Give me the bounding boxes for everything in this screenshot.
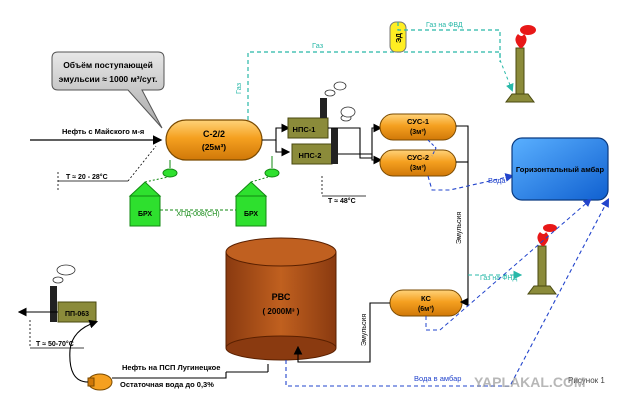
nps2-unit: НПС-2 xyxy=(291,128,338,165)
sus1-vessel: СУС-1 (3м³) xyxy=(379,113,457,141)
residual-water-label: Остаточная вода до 0,3% xyxy=(120,380,214,389)
ed-vessel: ЭД xyxy=(389,21,407,53)
volume-callout: Объём поступающей эмульсии ≈ 1000 м³/сут… xyxy=(51,51,165,129)
temp-pp: T ≈ 50-70°C xyxy=(29,320,84,349)
emulsion-label-rvs: Эмульсия xyxy=(361,314,368,346)
separator-c22: С-2/2 (25м³) xyxy=(165,119,263,161)
brh-right-label: БРХ xyxy=(244,211,258,218)
ks-vessel: КС (6м³) xyxy=(389,289,463,317)
gas-to-flare-top: Газ на ФВД xyxy=(426,22,463,29)
temp-inlet: T ≈ 20 - 28°C xyxy=(57,145,157,190)
separator-volume: (25м³) xyxy=(202,142,226,152)
smoke-pp063 xyxy=(52,264,76,284)
temp-pp-text: T ≈ 50-70°C xyxy=(36,340,74,348)
nps1-label: НПС-1 xyxy=(293,125,316,134)
temp-nps-text: T ≈ 48°C xyxy=(328,197,356,205)
sus2-name: СУС-2 xyxy=(407,153,429,162)
ks-volume: (6м³) xyxy=(418,306,434,313)
rvs-tank: РВС ( 2000М³ ) xyxy=(225,237,337,361)
ks-name: КС xyxy=(421,294,431,303)
rvs-volume: ( 2000М³ ) xyxy=(263,307,300,316)
flare-top xyxy=(505,25,536,103)
brh-right-house: БРХ xyxy=(234,181,268,227)
rvs-name: РВС xyxy=(272,292,291,302)
pp063-label: ПП-063 xyxy=(65,311,89,318)
temp-inlet-text: T ≈ 20 - 28°C xyxy=(66,173,108,181)
separator-name: С-2/2 xyxy=(203,129,225,139)
nps2-label: НПС-2 xyxy=(299,151,322,160)
brh-left-house: БРХ xyxy=(128,181,162,227)
water-to-pit-label: Вода в амбар xyxy=(414,374,461,383)
pump-icon xyxy=(87,373,113,391)
injection-point-left xyxy=(162,168,178,178)
gas-line-main: Газ Газ xyxy=(234,41,501,120)
flare-bottom xyxy=(527,224,557,295)
figure-label: Рисунок 1 xyxy=(568,376,605,385)
callout-line2: эмульсии ≈ 1000 м³/сут. xyxy=(59,74,158,84)
ed-label: ЭД xyxy=(396,33,403,43)
callout-line1: Объём поступающей xyxy=(63,60,153,70)
sus1-volume: (3м³) xyxy=(410,129,426,136)
emulsion-label-right: Эмульсия xyxy=(456,212,463,244)
brh-left-label: БРХ xyxy=(138,211,152,218)
sus1-name: СУС-1 xyxy=(407,117,429,126)
oil-out-label: Нефть на ПСП Лугинецкое xyxy=(122,363,220,372)
pit-label: Горизонтальный амбар xyxy=(516,165,605,174)
inlet-label: Нефть с Майского м-я xyxy=(62,127,144,136)
injection-point-right xyxy=(264,168,280,178)
temp-nps: T ≈ 48°C xyxy=(321,176,366,205)
watermark: YAPLAKAL.COM xyxy=(474,374,586,390)
sus2-volume: (3м³) xyxy=(410,165,426,172)
gas-label-vertical: Газ xyxy=(234,82,243,94)
pp063-unit: ПП-063 xyxy=(50,286,97,323)
horizontal-pit: Горизонтальный амбар xyxy=(511,137,609,201)
inlet-line: Нефть с Майского м-я xyxy=(30,127,163,145)
gas-label-top: Газ xyxy=(312,41,324,50)
sus2-vessel: СУС-2 (3м³) xyxy=(379,149,457,177)
nps1-unit: НПС-1 xyxy=(287,98,329,139)
water-label: Вода xyxy=(488,176,506,185)
reagent-line-label: ХПД-008(СН) xyxy=(176,211,219,218)
smoke-nps xyxy=(324,81,356,122)
